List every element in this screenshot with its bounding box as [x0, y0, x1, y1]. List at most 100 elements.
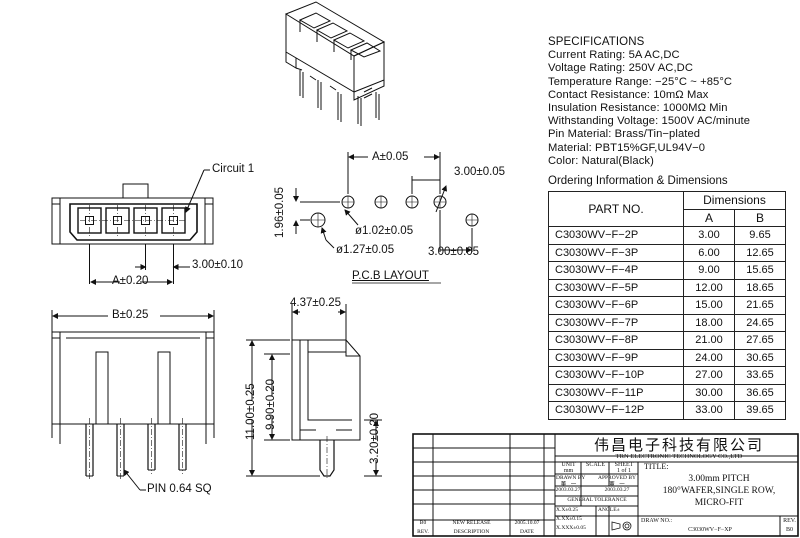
a-cell: 6.00 — [683, 243, 735, 262]
title-label: TITLE: — [644, 462, 669, 471]
side-view-depth — [246, 304, 382, 480]
b-cell: 21.65 — [734, 296, 786, 315]
company-name-cn: 伟昌电子科技有限公司 — [593, 438, 764, 454]
a-cell: 12.00 — [683, 278, 735, 297]
pcb-hole-large: ø1.27±0.05 — [336, 244, 395, 256]
rev-head: REV. — [417, 529, 429, 535]
spec-line: Current Rating: 5A AC,DC — [548, 49, 680, 62]
part-cell: C3030WV−F−11P — [548, 383, 684, 402]
unit-label: UNIT — [561, 462, 576, 468]
pin-label: PIN 0.64 SQ — [147, 483, 212, 495]
unit-value: mm — [563, 468, 574, 474]
drawno-label: DRAW NO.: — [641, 518, 673, 524]
part-cell: C3030WV−F−7P — [548, 313, 684, 332]
side-view-b — [51, 310, 215, 491]
col-a-header: A — [683, 208, 735, 227]
part-cell: C3030WV−F−6P — [548, 296, 684, 315]
b-cell: 33.65 — [734, 366, 786, 385]
specifications-block: SPECIFICATIONS Current Rating: 5A AC,DC … — [548, 36, 798, 168]
b-cell: 30.65 — [734, 348, 786, 367]
scale-label: SCALE — [585, 462, 605, 468]
part-cell: C3030WV−F−5P — [548, 278, 684, 297]
title-line: MICRO-FIT — [694, 498, 744, 508]
height-total-dim: 11.00±0.25 — [245, 383, 257, 440]
drawn-name: 董一 — [560, 482, 577, 488]
rev-date: 2005.10.07 — [514, 520, 540, 526]
part-cell: C3030WV−F−10P — [548, 366, 684, 385]
approved-label: APPROVED BY — [597, 475, 637, 481]
b-cell: 36.65 — [734, 383, 786, 402]
pcb-hole-small: ø1.02±0.05 — [355, 225, 414, 237]
col-b-header: B — [734, 208, 786, 227]
approved-date: 2003.03.27 — [604, 487, 630, 493]
tol-2: X.XX±0.15 — [556, 516, 582, 522]
a-cell: 33.00 — [683, 401, 735, 420]
b-cell: 24.65 — [734, 313, 786, 332]
pcb-pitch-top: 3.00±0.05 — [454, 166, 506, 178]
a-cell: 21.00 — [683, 331, 735, 350]
b-cell: 39.65 — [734, 401, 786, 420]
projection-symbol-icon — [611, 521, 632, 531]
rev-desc: NEW RELEASE — [452, 520, 491, 526]
title-line: 3.00mm PITCH — [688, 474, 750, 484]
height-pin-dim: 3.20±0.20 — [369, 412, 381, 464]
spec-line: Temperature Range: −25°C ~ +85°C — [548, 75, 733, 88]
pcb-layout — [293, 152, 479, 284]
a-cell: 24.00 — [683, 348, 735, 367]
spec-line: Withstanding Voltage: 1500V AC/minute — [548, 115, 751, 128]
part-cell: C3030WV−F−2P — [548, 226, 684, 245]
title-text: 3.00mm PITCH 180°WAFER,SINGLE ROW, MICRO… — [640, 473, 798, 509]
pcb-height-dim: 1.96±0.05 — [274, 186, 286, 238]
b-cell: 18.65 — [734, 278, 786, 297]
rev-label: REV. — [783, 518, 796, 524]
drawno-value: C3030WV−F−XP — [688, 527, 732, 533]
pcb-pitch-bottom: 3.00±0.05 — [428, 246, 480, 258]
part-cell: C3030WV−F−8P — [548, 331, 684, 350]
part-cell: C3030WV−F−4P — [548, 261, 684, 280]
tol-3: X.XXX±0.05 — [556, 525, 586, 531]
pcb-layout-label: P.C.B LAYOUT — [352, 270, 429, 282]
date-head: DATE — [519, 529, 535, 535]
a-cell: 18.00 — [683, 313, 735, 332]
sheet-value: 1 of 1 — [617, 468, 631, 474]
a-cell: 30.00 — [683, 383, 735, 402]
tol-1: X.X±0.25 — [556, 507, 578, 513]
col-dimensions-header: Dimensions — [683, 191, 786, 210]
spec-line: Insulation Resistance: 1000MΩ Min — [548, 102, 728, 115]
spec-line: Material: PBT15%GF,UL94V−0 — [548, 141, 706, 154]
part-cell: C3030WV−F−9P — [548, 348, 684, 367]
front-view — [51, 169, 214, 285]
front-a-dim: A±0.20 — [112, 275, 149, 287]
spec-line: Voltage Rating: 250V AC,DC — [548, 62, 694, 75]
spec-line: Pin Material: Brass/Tin−plated — [548, 128, 701, 141]
b-cell: 15.65 — [734, 261, 786, 280]
rev-code: B0 — [419, 520, 427, 526]
ordering-title: Ordering Information & Dimensions — [548, 175, 728, 187]
col-part-header: PART NO. — [548, 191, 684, 227]
tolerance-label: GENERAL TOLERANCE — [567, 497, 627, 503]
isometric-view — [284, 1, 386, 126]
pcb-a-dim: A±0.05 — [372, 151, 409, 163]
b-cell: 9.65 — [734, 226, 786, 245]
a-cell: 27.00 — [683, 366, 735, 385]
b-cell: 27.65 — [734, 331, 786, 350]
angle-label: ANGLE± — [598, 507, 620, 513]
a-cell: 9.00 — [683, 261, 735, 280]
spec-line: Color: Natural(Black) — [548, 154, 654, 167]
sheet-label: SHEET — [614, 462, 634, 468]
specifications-title: SPECIFICATIONS — [548, 36, 645, 48]
a-cell: 15.00 — [683, 296, 735, 315]
circuit-1-label: Circuit 1 — [212, 163, 255, 175]
